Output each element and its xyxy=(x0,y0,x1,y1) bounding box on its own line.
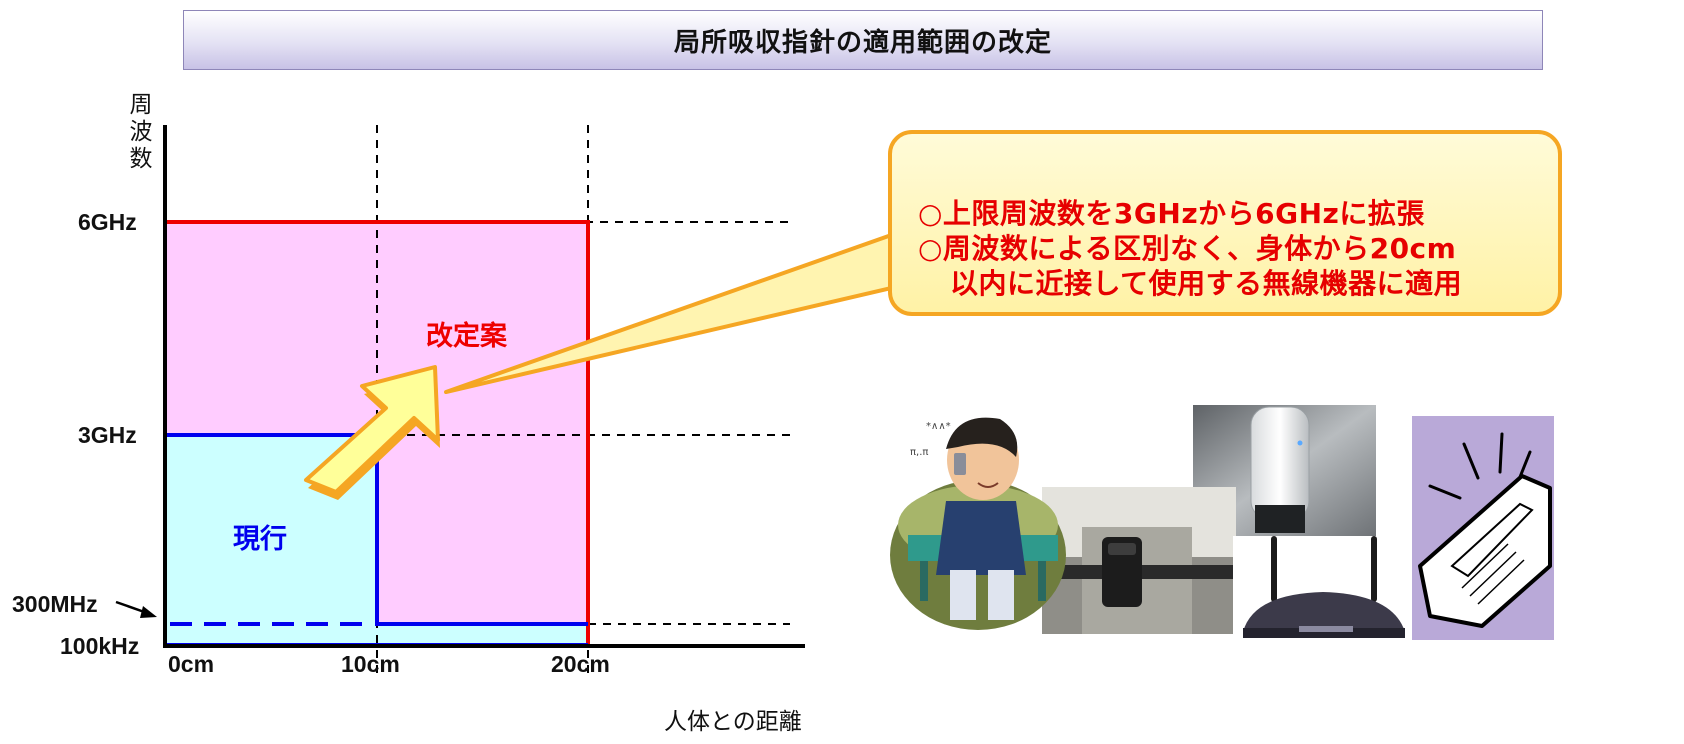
y-tick-100khz: 100kHz xyxy=(60,633,140,659)
y-tick-6ghz: 6GHz xyxy=(78,209,137,235)
callout-line-3: 以内に近接して使用する無線機器に適用 xyxy=(950,267,1463,300)
x-tick-0cm: 0cm xyxy=(168,651,215,677)
x-tick-20cm: 20cm xyxy=(551,651,610,677)
y-axis-title: 周 波 数 xyxy=(129,92,153,172)
proposed-label: 改定案 xyxy=(426,321,507,352)
page-title: 局所吸収指針の適用範囲の改定 xyxy=(673,27,1052,58)
wifi-router-photo xyxy=(1233,536,1413,642)
belt-phone-photo xyxy=(1042,487,1236,634)
person-phone-clipart: *∧∧* π,.π xyxy=(890,417,1066,630)
svg-text:*∧∧*: *∧∧* xyxy=(926,421,951,432)
current-label: 現行 xyxy=(233,524,287,555)
expansion-arrow-icon xyxy=(304,365,440,500)
x-tick-10cm: 10cm xyxy=(341,651,400,677)
pointer-arrow-icon xyxy=(115,600,157,618)
x-axis-title: 人体との距離 xyxy=(664,709,802,735)
y-tick-300mhz: 300MHz xyxy=(12,591,98,617)
svg-text:π,.π: π,.π xyxy=(910,447,928,458)
y-tick-3ghz: 3GHz xyxy=(78,422,137,448)
title-bar: 局所吸収指針の適用範囲の改定 xyxy=(183,10,1543,70)
callout-line-2: ○周波数による区別なく、身体から20cm xyxy=(918,232,1457,265)
callout-box xyxy=(888,130,1562,316)
laptop-clipart xyxy=(1412,416,1554,640)
callout-line-1: ○上限周波数を3GHzから6GHzに拡張 xyxy=(918,197,1425,230)
